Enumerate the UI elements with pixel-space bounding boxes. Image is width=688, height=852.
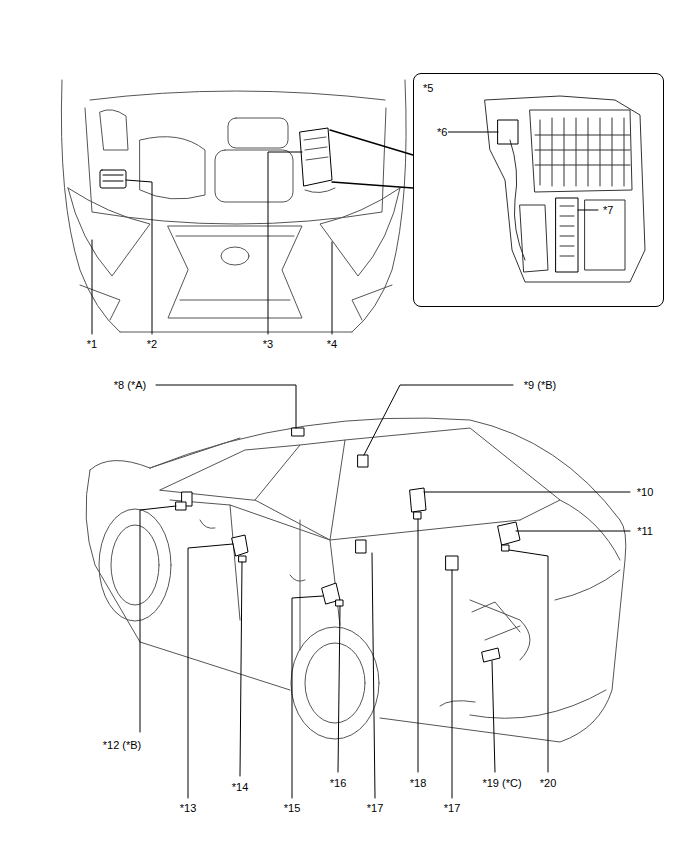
callout-number: *11 [636, 525, 654, 538]
callout-number: *17 [366, 802, 385, 815]
callout-number: *14 [231, 781, 250, 794]
callout-number: *2 [146, 338, 158, 351]
leader-lines [92, 152, 332, 334]
callout-number: *20 [539, 777, 558, 790]
inset-frame: *5 *6 *7 [413, 73, 664, 307]
callout-number: *17 [443, 802, 462, 815]
callout-number: *16 [329, 777, 348, 790]
callout-number: *10 [636, 486, 655, 499]
callout-number: *6 [436, 126, 448, 139]
callout-number: *1 [86, 338, 98, 351]
callout-number: *9 (*B) [523, 379, 557, 392]
callout-number: *5 [422, 82, 434, 95]
front-view [61, 80, 406, 332]
leader-lines [446, 132, 598, 210]
callout-number: *4 [326, 338, 338, 351]
callout-number: *19 (*C) [481, 777, 522, 790]
callout-number: *18 [409, 777, 428, 790]
callout-number: *15 [283, 802, 302, 815]
component-icons [176, 428, 520, 662]
callout-number: *13 [179, 802, 198, 815]
vehicle-body [86, 418, 626, 742]
callout-number: *12 (*B) [102, 739, 143, 752]
callout-number: *7 [602, 204, 614, 217]
callout-number: *8 (*A) [113, 379, 147, 392]
fuse-box-detail [485, 96, 645, 282]
leader-lines [140, 385, 630, 798]
callout-number: *3 [262, 338, 274, 351]
